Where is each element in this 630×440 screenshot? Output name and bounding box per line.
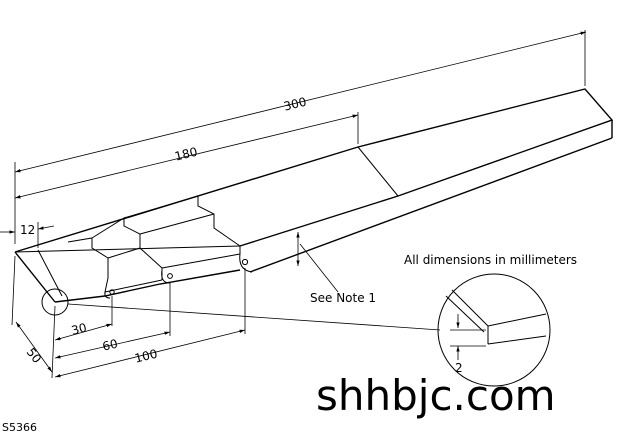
dimension-100: 100 (54, 268, 246, 378)
dimension-30: 30 (54, 296, 113, 341)
detail-callout: 2 (41, 273, 551, 387)
dimension-180: 180 (14, 112, 359, 199)
see-note-label: See Note 1 (310, 291, 376, 305)
wedge-body (14, 88, 614, 303)
detail-dimension-2: 2 (455, 361, 463, 375)
dimension-100-label: 100 (133, 347, 159, 366)
dimension-300: 300 (14, 30, 587, 244)
dimension-12-label: 12 (20, 223, 35, 237)
dimension-60-label: 60 (101, 337, 119, 354)
dimension-30-label: 30 (70, 320, 88, 337)
watermark: shhbjc.com (316, 371, 556, 420)
dimension-12: 12 (0, 222, 55, 248)
units-note: All dimensions in millimeters (404, 253, 577, 267)
dimension-180-label: 180 (173, 145, 199, 164)
dimension-300-label: 300 (282, 95, 308, 114)
stepped-jig (67, 195, 241, 293)
dimension-50-label: 50 (24, 345, 44, 366)
thickness-dimension: See Note 1 (296, 232, 376, 305)
drawing-code: S5366 (2, 421, 37, 434)
